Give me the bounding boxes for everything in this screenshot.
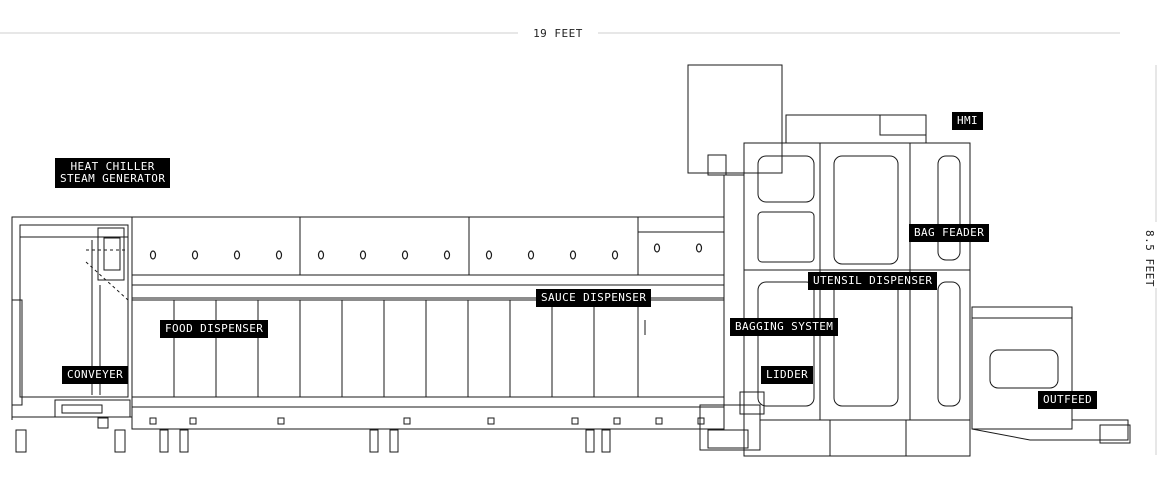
- label-lidder: LIDDER: [761, 366, 814, 384]
- label-utensil-dispenser: UTENSIL DISPENSER: [808, 272, 938, 290]
- legs: [15, 429, 611, 453]
- label-conveyer: CONVEYER: [62, 366, 129, 384]
- base-bolts: [149, 417, 705, 425]
- panel-knobs: [149, 243, 703, 260]
- label-sauce-dispenser: SAUCE DISPENSER: [536, 289, 652, 307]
- label-bagging-system: BAGGING SYSTEM: [730, 318, 839, 336]
- width-dimension: 19 FEET: [0, 27, 1120, 40]
- label-outfeed: OUTFEED: [1038, 391, 1098, 409]
- label-bag-feader: BAG FEADER: [909, 224, 990, 242]
- label-hmi: HMI: [952, 112, 984, 130]
- label-food-dispenser: FOOD DISPENSER: [160, 320, 269, 338]
- label-heat-chiller: HEAT CHILLER STEAM GENERATOR: [55, 158, 171, 188]
- height-dimension-label: 8.5 FEET: [1143, 230, 1157, 287]
- width-dimension-label: 19 FEET: [533, 27, 583, 40]
- dispenser-bins: [131, 299, 725, 398]
